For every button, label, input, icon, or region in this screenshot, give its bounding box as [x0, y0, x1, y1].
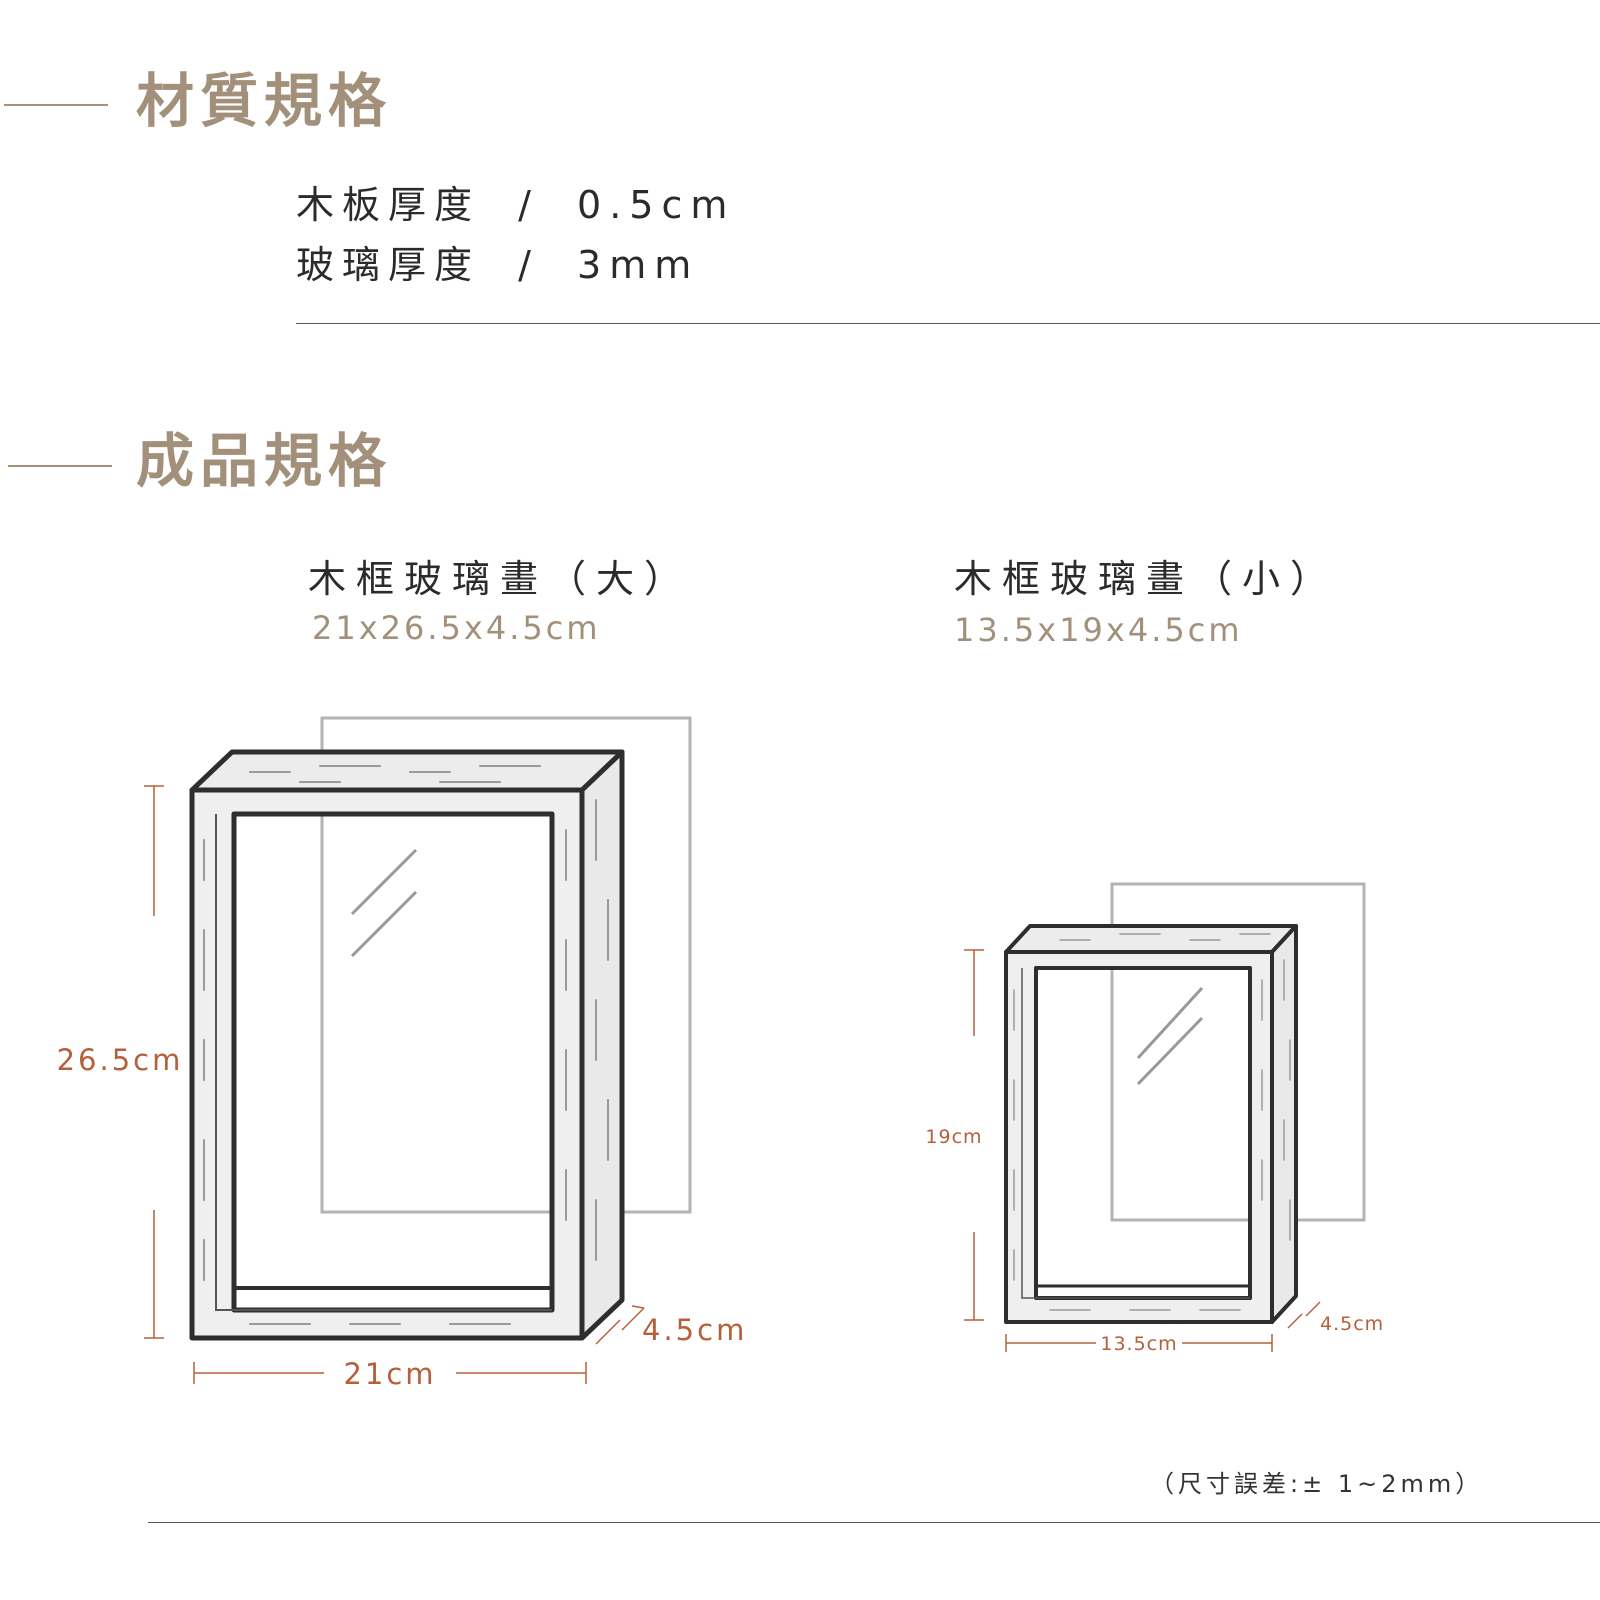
- small-dim-width: 13.5cm: [1100, 1333, 1177, 1355]
- small-wood-grain: [1013, 933, 1291, 1311]
- large-dim-height: 26.5cm: [57, 1043, 184, 1077]
- large-frame-illustration: [189, 716, 692, 1341]
- tolerance-note: （尺寸誤差:± 1~2mm）: [1150, 1470, 1484, 1498]
- bottom-divider: [148, 1522, 1600, 1523]
- material-divider: [296, 323, 1600, 324]
- separator: /: [518, 183, 539, 227]
- small-dim-height: 19cm: [925, 1126, 982, 1148]
- material-heading-line: [4, 104, 108, 106]
- small-glass-shine: [1136, 986, 1204, 1060]
- wood-thickness-value: 0.5cm: [577, 183, 736, 227]
- material-heading: 材質規格: [136, 67, 393, 135]
- large-frame-title: 木框玻璃畫（大）: [308, 557, 693, 601]
- glass-thickness-row: 玻璃厚度 / 3mm: [296, 246, 699, 284]
- large-glass-shine: [350, 848, 418, 916]
- large-dim-depth: 4.5cm: [642, 1313, 747, 1347]
- small-frame-title: 木框玻璃畫（小）: [954, 557, 1339, 601]
- wood-thickness-row: 木板厚度 / 0.5cm: [296, 186, 735, 224]
- small-frame-size: 13.5x19x4.5cm: [954, 611, 1243, 649]
- small-dimension-lines: [964, 949, 1321, 1352]
- large-dimension-lines: [144, 785, 645, 1384]
- large-frame-side: [579, 749, 625, 1341]
- small-frame-top: [1004, 924, 1298, 954]
- large-frame-size: 21x26.5x4.5cm: [312, 609, 601, 647]
- glass-thickness-label: 玻璃厚度: [296, 243, 481, 287]
- small-frame-illustration: [1004, 882, 1366, 1324]
- separator: /: [518, 243, 539, 287]
- small-dim-depth: 4.5cm: [1320, 1313, 1384, 1335]
- glass-thickness-value: 3mm: [577, 243, 700, 287]
- product-heading: 成品規格: [136, 427, 393, 495]
- wood-thickness-label: 木板厚度: [296, 183, 481, 227]
- product-heading-line: [8, 465, 112, 467]
- large-dim-width: 21cm: [343, 1357, 436, 1391]
- large-wood-grain: [203, 765, 609, 1325]
